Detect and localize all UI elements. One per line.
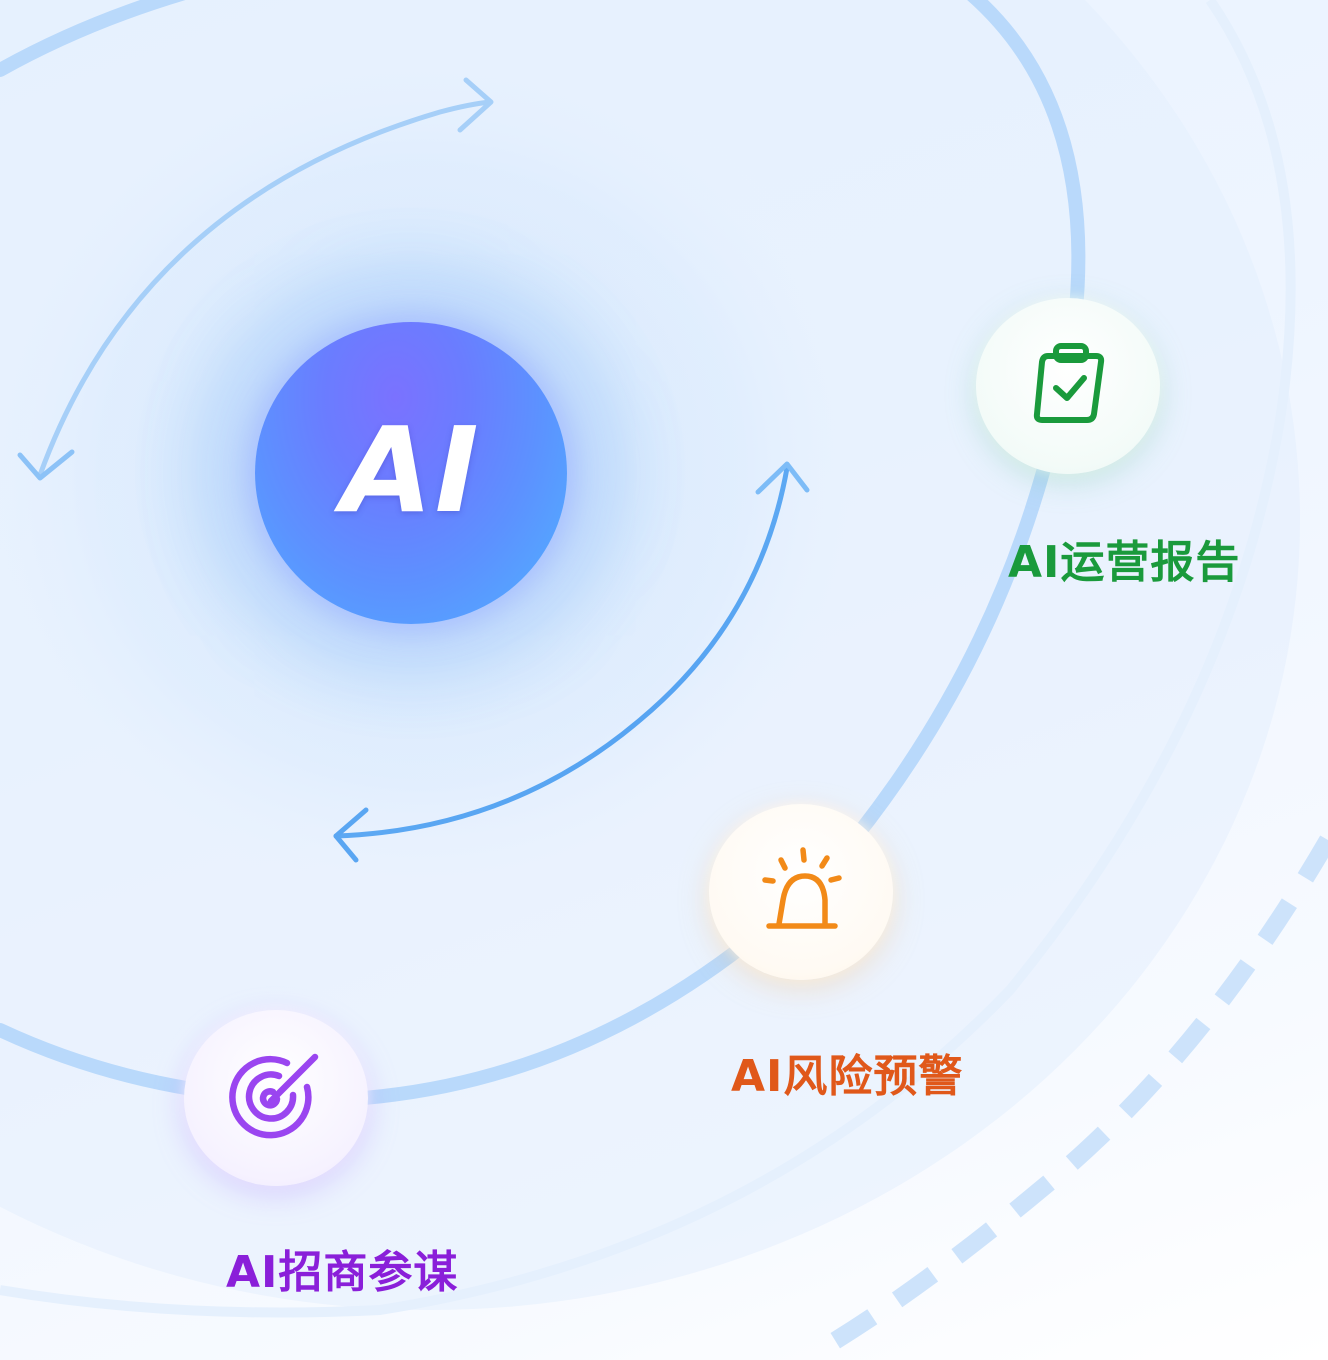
clipboard-check-icon bbox=[1033, 343, 1105, 423]
lower-arrowhead-top bbox=[755, 461, 810, 495]
node-invest[interactable] bbox=[184, 1010, 368, 1186]
lower-arrowhead-left bbox=[333, 807, 369, 863]
lower-arc-arrow bbox=[333, 465, 790, 839]
upper-arrowhead-right bbox=[457, 77, 494, 133]
upper-arc-arrow bbox=[37, 99, 493, 478]
target-arrow-icon bbox=[229, 1053, 319, 1139]
ai-core: AI bbox=[255, 322, 567, 624]
ai-core-label: AI bbox=[341, 401, 481, 539]
far-ring bbox=[0, 0, 1296, 1318]
node-risk-label: AI风险预警 bbox=[731, 1051, 964, 1102]
alarm-siren-icon bbox=[762, 847, 842, 929]
node-report[interactable] bbox=[976, 298, 1160, 474]
node-risk[interactable] bbox=[709, 804, 893, 980]
node-report-label: AI运营报告 bbox=[1008, 537, 1241, 588]
node-invest-label: AI招商参谋 bbox=[226, 1247, 459, 1298]
upper-arrowhead-left bbox=[17, 449, 75, 481]
